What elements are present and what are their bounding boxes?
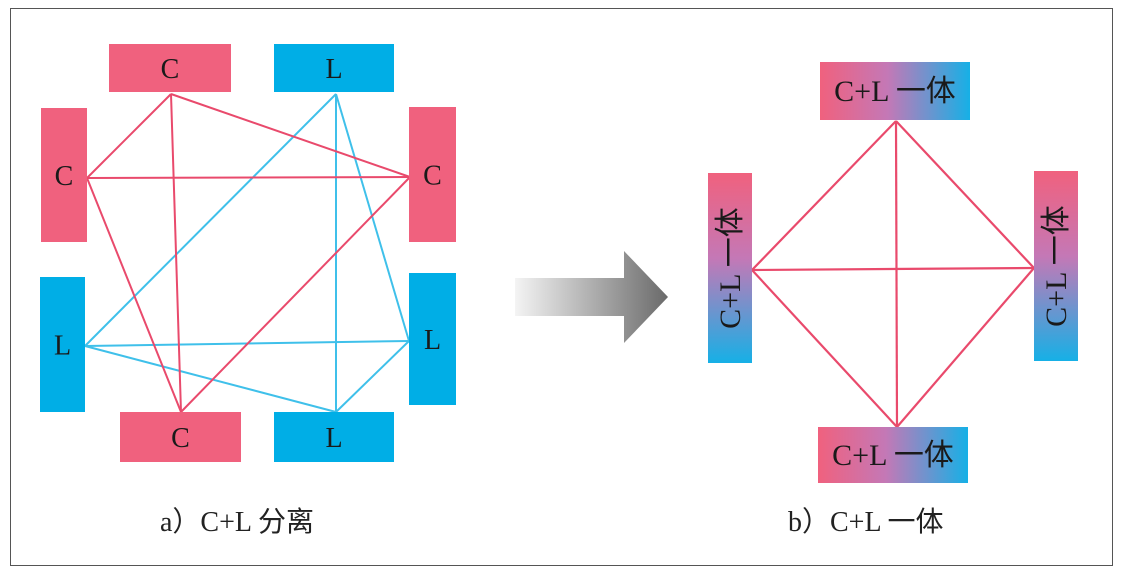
c-block-rect bbox=[41, 108, 87, 242]
cl-block-rect bbox=[820, 62, 970, 120]
transition-arrow bbox=[515, 251, 668, 343]
block-label: C bbox=[171, 423, 190, 454]
cl-block-rect bbox=[818, 427, 968, 483]
cl-link-line bbox=[894, 120, 899, 428]
left-link-lines bbox=[84, 93, 411, 413]
block-cl-bottom: C+L 一体 bbox=[818, 427, 968, 483]
c-link-line bbox=[86, 93, 172, 179]
block-label: C bbox=[161, 54, 180, 85]
block-c-left: C bbox=[41, 108, 87, 242]
cl-link-line bbox=[751, 266, 1035, 272]
block-label: L bbox=[325, 423, 342, 454]
block-c-bottom: C bbox=[120, 412, 241, 462]
block-l-top: L bbox=[274, 44, 394, 92]
l-block-rect bbox=[274, 44, 394, 92]
block-label: C+L 一体 bbox=[1040, 205, 1073, 327]
block-label: C+L 一体 bbox=[714, 207, 747, 329]
c-block-rect bbox=[109, 44, 231, 92]
c-link-line bbox=[170, 93, 182, 413]
l-link-line bbox=[335, 340, 410, 413]
c-block-rect bbox=[409, 107, 456, 242]
caption-left: a）C+L 分离 bbox=[160, 507, 314, 538]
right-link-lines bbox=[751, 120, 1035, 428]
cl-block-rect bbox=[708, 173, 752, 363]
block-cl-left: C+L 一体 bbox=[708, 173, 752, 363]
block-label: L bbox=[424, 325, 441, 356]
l-link-line bbox=[335, 93, 410, 342]
block-l-bottom: L bbox=[274, 412, 394, 462]
cl-block-rect bbox=[1034, 171, 1078, 361]
block-cl-right: C+L 一体 bbox=[1034, 171, 1078, 361]
l-block-rect bbox=[40, 277, 85, 412]
block-label: C+L 一体 bbox=[832, 439, 954, 472]
l-link-line bbox=[84, 93, 337, 347]
block-label: L bbox=[54, 331, 71, 362]
cl-link-line bbox=[751, 120, 897, 271]
right-blocks: C+L 一体 C+L 一体 C+L 一体 C+L 一体 bbox=[708, 62, 1078, 483]
block-label: C+L 一体 bbox=[834, 75, 956, 108]
c-link-line bbox=[170, 93, 411, 178]
block-l-left: L bbox=[40, 277, 85, 412]
c-block-rect bbox=[120, 412, 241, 462]
block-label: C bbox=[55, 161, 74, 192]
block-l-right: L bbox=[409, 273, 456, 405]
cl-link-line bbox=[895, 120, 1035, 269]
cl-link-line bbox=[751, 269, 898, 428]
block-c-right: C bbox=[409, 107, 456, 242]
c-link-line bbox=[180, 176, 411, 413]
block-label: C bbox=[423, 161, 442, 192]
c-link-line bbox=[86, 177, 182, 413]
cl-link-line bbox=[896, 267, 1035, 428]
left-blocks: C L C C L L C L bbox=[40, 44, 456, 462]
l-block-rect bbox=[409, 273, 456, 405]
l-block-rect bbox=[274, 412, 394, 462]
c-link-line bbox=[86, 176, 411, 179]
figure-frame bbox=[10, 8, 1113, 566]
block-label: L bbox=[325, 54, 342, 85]
l-link-line bbox=[84, 345, 337, 413]
block-c-top: C bbox=[109, 44, 231, 92]
block-cl-top: C+L 一体 bbox=[820, 62, 970, 120]
caption-right: b）C+L 一体 bbox=[788, 507, 944, 538]
